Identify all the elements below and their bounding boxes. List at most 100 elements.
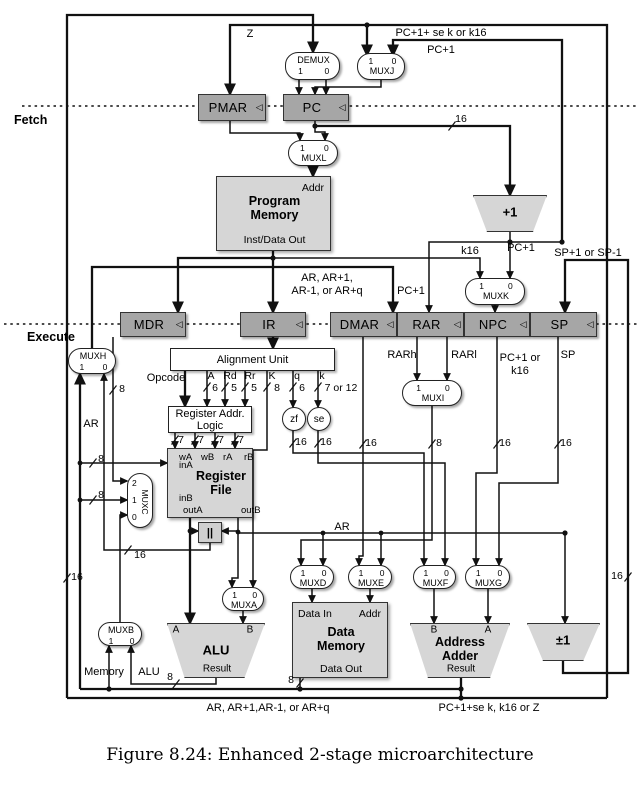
figure-caption: Figure 8.24: Enhanced 2-stage microarchi… (106, 745, 534, 765)
wire-label: 7 or 12 (324, 382, 358, 394)
wire-label: PC+1+ se k or k16 (395, 27, 487, 39)
wire-label: 8 (274, 382, 280, 394)
wire-label: 8 (167, 671, 173, 683)
wire-label: 6 (212, 382, 218, 394)
wire-label: 16 (455, 113, 467, 125)
plus1-shape (473, 195, 547, 232)
wire-label: q (294, 370, 300, 382)
wire-label: PC+1+se k, k16 or Z (438, 702, 540, 714)
wire-label: 16 (71, 571, 83, 583)
program-memory-title: Program Memory (248, 194, 301, 223)
plus1: +1 (473, 195, 547, 232)
bus-width-ticks (63, 121, 632, 689)
register-label: PC (302, 100, 322, 115)
wire-label: 16 (320, 436, 332, 448)
concat: || (198, 522, 222, 543)
alignment-unit: Alignment Unit (170, 348, 335, 371)
wire-label: 16 (134, 549, 146, 561)
plus1-label: +1 (502, 204, 518, 220)
clock-input-icon: ◁ (295, 318, 303, 329)
wire-label: SP (560, 349, 576, 361)
address-adder-label: Address Adder (434, 635, 486, 663)
wire-label: k (319, 370, 325, 382)
wire-label: Memory (84, 666, 124, 678)
register-label: MDR (133, 317, 165, 332)
wire-label: 8 (119, 383, 125, 395)
wire-label: PC+1 (427, 44, 455, 56)
wire-label: RARl (451, 349, 477, 361)
alu-port-result: Result (202, 663, 232, 675)
wire-label: 7 (198, 434, 204, 446)
alu-port-b: B (246, 624, 254, 636)
wire-label: ALU (138, 666, 160, 678)
alu-port-a: A (172, 624, 180, 636)
clock-input-icon: ◁ (386, 318, 394, 329)
register-rar: RAR ◁ (397, 312, 464, 337)
data-memory-title: Data Memory (317, 625, 365, 654)
plusminus1: ±1 (527, 623, 600, 661)
wire-label: K (268, 370, 276, 382)
clock-input-icon: ◁ (338, 101, 346, 112)
wire-label: 7 (218, 434, 224, 446)
clock-input-icon: ◁ (453, 318, 461, 329)
wire-label: PC+1 (507, 242, 535, 254)
register-label: NPC (478, 317, 508, 332)
wire-label: 8 (288, 674, 294, 686)
register-addr-logic: Register Addr. Logic (168, 406, 252, 433)
alu-label: ALU (202, 642, 230, 658)
wire-label: Opcode (146, 372, 186, 384)
wire-label: 7 (238, 434, 244, 446)
register-file-title: Register File (195, 469, 247, 498)
wire-label: Z (246, 28, 254, 40)
register-dmar: DMAR ◁ (330, 312, 397, 337)
wire-label: 7 (178, 434, 184, 446)
register-label: SP (550, 317, 569, 332)
wire-label: PC+1 (397, 285, 425, 297)
clock-input-icon: ◁ (586, 318, 594, 329)
wire-label: AR (334, 521, 350, 533)
wire-label: 5 (251, 382, 257, 394)
se-unit: se (307, 407, 331, 431)
clock-input-icon: ◁ (175, 318, 183, 329)
register-mdr: MDR ◁ (120, 312, 186, 337)
register-label: RAR (412, 317, 441, 332)
wire-label: k16 (461, 245, 479, 257)
wire-label: 16 (499, 437, 511, 449)
register-pmar: PMAR ◁ (198, 94, 266, 121)
wire-label: 16 (611, 570, 623, 582)
clock-input-icon: ◁ (255, 101, 263, 112)
register-label: DMAR (339, 317, 380, 332)
register-pc: PC ◁ (283, 94, 349, 121)
wire-label: 8 (436, 437, 442, 449)
address-adder-port-b: B (430, 624, 438, 636)
wire-label: AR, AR+1, AR-1, or AR+q (291, 272, 363, 297)
register-npc: NPC◁ (464, 312, 530, 337)
wire-label: AR (83, 418, 99, 430)
register-label: PMAR (208, 100, 248, 115)
alu: ALU A B Result (167, 623, 265, 678)
stage-label-fetch: Fetch (14, 113, 48, 127)
wire-label: 8 (98, 453, 104, 465)
wire-label: 16 (560, 437, 572, 449)
plusminus1-label: ±1 (555, 632, 571, 648)
wire-label: Rr (244, 370, 256, 382)
address-adder-port-result: Result (446, 663, 476, 675)
wire-label: SP+1 or SP-1 (554, 247, 622, 259)
wire-label: 8 (98, 489, 104, 501)
wire-label: 16 (365, 437, 377, 449)
